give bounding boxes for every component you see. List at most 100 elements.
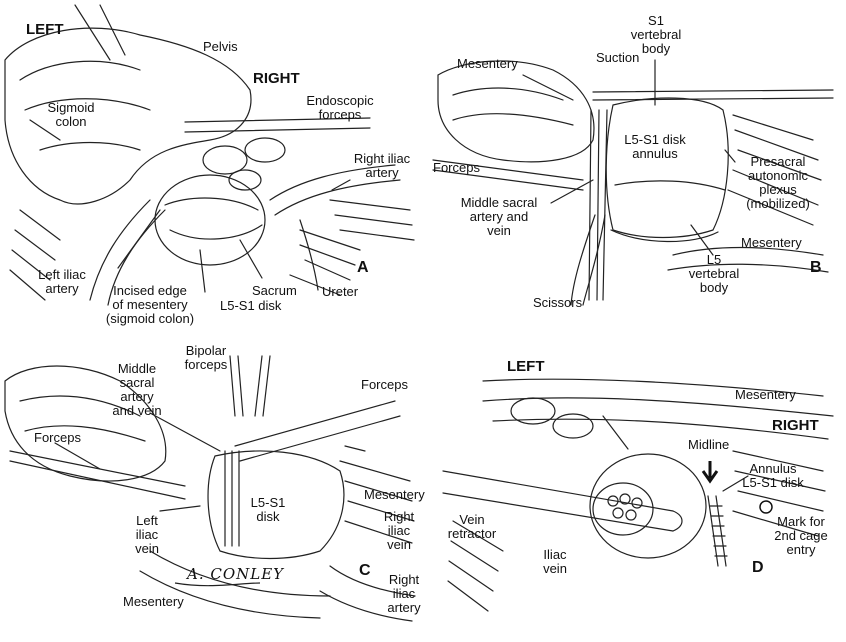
annulus-d-line-1: Annulus	[749, 461, 797, 476]
endoscopic-line-2: forceps	[318, 107, 362, 122]
cdisk-line-1: L5-S1	[250, 495, 286, 510]
incised-line-3: (sigmoid colon)	[105, 311, 195, 326]
panel-a-pelvis-label: Pelvis	[203, 39, 238, 54]
msac-line-2: sacral	[119, 375, 155, 390]
panel-c-forceps-left-label: Forceps	[34, 430, 81, 445]
panel-b-scissors-label: Scissors	[533, 295, 583, 310]
panel-b-mesentery-top-label: Mesentery	[457, 56, 518, 71]
cdisk-line-2: disk	[256, 509, 280, 524]
incised-line-2: of mesentery	[112, 297, 188, 312]
panel-d-drawing	[442, 378, 834, 612]
panel-d-left-label: LEFT	[507, 358, 545, 375]
ria-line-3: artery	[387, 600, 421, 615]
mark-line-2: 2nd cage	[774, 528, 828, 543]
panel-a-drawing	[4, 4, 415, 306]
panel-a-letter: A	[357, 259, 369, 276]
panel-a-ureter-label: Ureter	[322, 284, 359, 299]
panel-a-left-label: LEFT	[26, 21, 64, 38]
panel-c-signature: A. CONLEY	[187, 565, 285, 583]
panel-d-letter: D	[752, 559, 764, 576]
presacral-line-2: autonomic	[748, 168, 808, 183]
panel-c-mesentery-bottom-label: Mesentery	[123, 594, 184, 609]
endoscopic-line-1: Endoscopic	[306, 93, 374, 108]
panel-c-mesentery-right-label: Mesentery	[364, 487, 425, 502]
bipolar-line-2: forceps	[184, 357, 228, 372]
s1-line-2: vertebral	[630, 27, 682, 42]
liv-line-3: vein	[135, 541, 159, 556]
annulus-line-1: L5-S1 disk	[624, 132, 686, 147]
vr-line-2: retractor	[447, 526, 497, 541]
sigmoid-line-2: colon	[55, 114, 87, 129]
s1-line-1: S1	[648, 13, 664, 28]
l5-line-1: L5	[706, 252, 722, 267]
panel-b-suction-label: Suction	[596, 50, 640, 65]
liv-line-1: Left	[136, 513, 158, 528]
mark-line-3: entry	[786, 542, 816, 557]
annulus-line-2: annulus	[632, 146, 678, 161]
annulus-d-line-2: L5-S1 disk	[742, 475, 804, 490]
panel-a-right-label: RIGHT	[253, 70, 300, 87]
l5-line-3: body	[699, 280, 729, 295]
liaa-line-2: artery	[45, 281, 79, 296]
vr-line-1: Vein	[459, 512, 485, 527]
incised-line-1: Incised edge	[113, 283, 187, 298]
panel-c-forceps-right-label: Forceps	[361, 377, 408, 392]
presacral-line-3: plexus	[759, 182, 797, 197]
iv-line-1: Iliac	[543, 547, 567, 562]
panel-b-mesentery-bottom-label: Mesentery	[741, 235, 802, 250]
presacral-line-1: Presacral	[750, 154, 806, 169]
ria-line-1: Right	[388, 572, 420, 587]
msab-line-1: Middle sacral	[460, 195, 538, 210]
msac-line-1: Middle	[117, 361, 157, 376]
s1-line-3: body	[641, 41, 671, 56]
riaa-line-1: Right iliac	[353, 151, 411, 166]
presacral-line-4: (mobilized)	[746, 196, 810, 211]
riv-line-2: iliac	[387, 523, 411, 538]
msab-line-2: artery and	[469, 209, 529, 224]
panel-b-letter: B	[810, 259, 822, 276]
panel-c-letter: C	[359, 562, 371, 579]
riv-line-1: Right	[383, 509, 415, 524]
mark-line-1: Mark for	[777, 514, 825, 529]
panel-b-drawing	[432, 59, 834, 306]
msac-line-4: and vein	[112, 403, 162, 418]
riaa-line-2: artery	[365, 165, 399, 180]
sigmoid-line-1: Sigmoid	[47, 100, 95, 115]
liv-line-2: iliac	[135, 527, 159, 542]
ria-line-2: iliac	[392, 586, 416, 601]
panel-a-sacrum-label: Sacrum	[252, 283, 297, 298]
msab-line-3: vein	[487, 223, 511, 238]
l5-line-2: vertebral	[688, 266, 740, 281]
msac-line-3: artery	[120, 389, 154, 404]
liaa-line-1: Left iliac	[38, 267, 86, 282]
panel-b-forceps-label: Forceps	[433, 160, 480, 175]
riv-line-3: vein	[387, 537, 411, 552]
iv-line-2: vein	[543, 561, 567, 576]
panel-d-midline-label: Midline	[688, 437, 730, 452]
panel-a-l5s1-disk-label: L5-S1 disk	[220, 298, 282, 313]
panel-d-mesentery-label: Mesentery	[735, 387, 796, 402]
panel-d-right-label: RIGHT	[772, 417, 819, 434]
panel-c-drawing	[4, 355, 416, 622]
